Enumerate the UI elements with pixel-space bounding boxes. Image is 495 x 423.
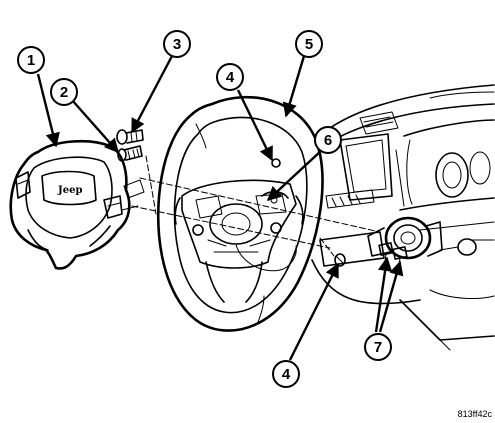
callout-3-label: 3: [173, 36, 181, 53]
alignment-lines: [131, 155, 381, 257]
lower-bolt: [334, 253, 346, 267]
callout-1: 1: [17, 46, 45, 74]
figure-id: 813ff42c: [458, 409, 493, 419]
callout-4-lower: 4: [272, 360, 300, 388]
callout-3: 3: [163, 30, 191, 58]
callout-5: 5: [295, 30, 323, 58]
callout-2: 2: [50, 78, 78, 106]
callout-4-upper-label: 4: [226, 69, 235, 86]
callout-6: 6: [314, 126, 342, 154]
instrument-panel: [311, 84, 495, 351]
retaining-screws: [116, 129, 144, 162]
callout-5-label: 5: [305, 36, 313, 53]
leader-lines: [36, 55, 404, 361]
callout-1-label: 1: [27, 52, 35, 69]
callout-7: 7: [364, 333, 392, 361]
airbag-module: Jeep: [9, 139, 145, 270]
logo-mark: Jeep: [57, 185, 82, 196]
callout-4-lower-label: 4: [282, 366, 291, 383]
callout-4-upper: 4: [216, 63, 244, 91]
callout-2-label: 2: [60, 84, 68, 101]
callout-6-label: 6: [324, 132, 332, 149]
callout-7-label: 7: [374, 339, 382, 356]
